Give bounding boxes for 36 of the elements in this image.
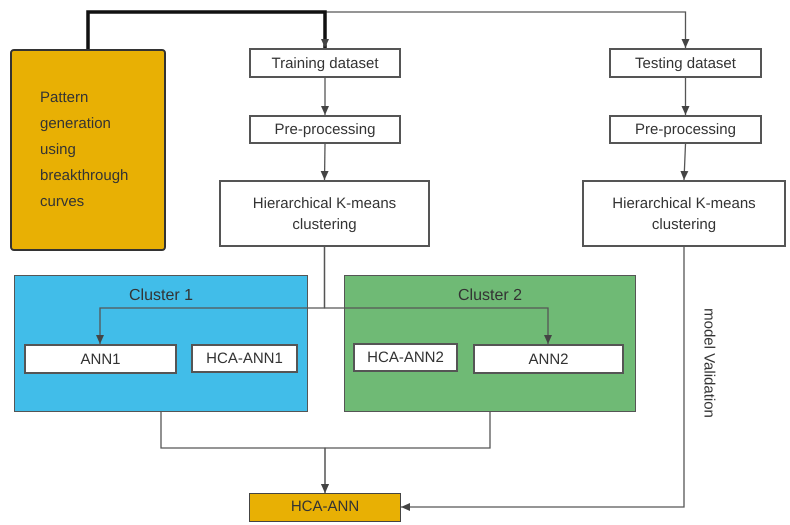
process-box	[219, 180, 430, 247]
connector-arrow	[680, 144, 688, 180]
connector-arrow	[682, 78, 690, 115]
process-box	[249, 115, 401, 144]
node-label: Pre-processing	[274, 120, 376, 140]
node-label: Hierarchical K-means clustering	[611, 194, 757, 234]
connector-arrow	[401, 247, 685, 511]
node-label: Training dataset	[271, 54, 378, 74]
connector-arrow	[86, 10, 329, 49]
process-box	[191, 344, 298, 373]
connector-arrow	[160, 412, 329, 493]
process-box	[24, 344, 177, 374]
node-label: HCA-ANN2	[367, 348, 444, 368]
node-label: Pre-processing	[635, 120, 736, 140]
process-box	[353, 343, 458, 372]
node-label: Testing dataset	[635, 54, 736, 74]
connector-arrow	[321, 78, 329, 115]
node-label: ANN1	[80, 350, 120, 370]
node-label: Cluster 1	[128, 286, 194, 306]
process-box	[582, 180, 786, 247]
process-box	[609, 115, 762, 144]
process-box	[249, 48, 401, 78]
group-panel	[14, 275, 308, 412]
output-box	[249, 493, 401, 522]
node-label: ANN2	[528, 350, 568, 370]
process-box	[10, 49, 166, 251]
process-box	[473, 344, 624, 374]
node-label: Pattern generation using breakthrough curves	[40, 88, 130, 212]
node-label: Hierarchical K-means clustering	[252, 194, 398, 234]
connector-arrow	[320, 144, 329, 180]
node-label: Cluster 2	[458, 286, 522, 306]
node-label: HCA-ANN1	[206, 349, 283, 369]
process-box	[609, 48, 762, 78]
connector-arrow	[96, 247, 326, 344]
group-panel	[344, 275, 636, 412]
node-label: HCA-ANN	[290, 497, 360, 518]
